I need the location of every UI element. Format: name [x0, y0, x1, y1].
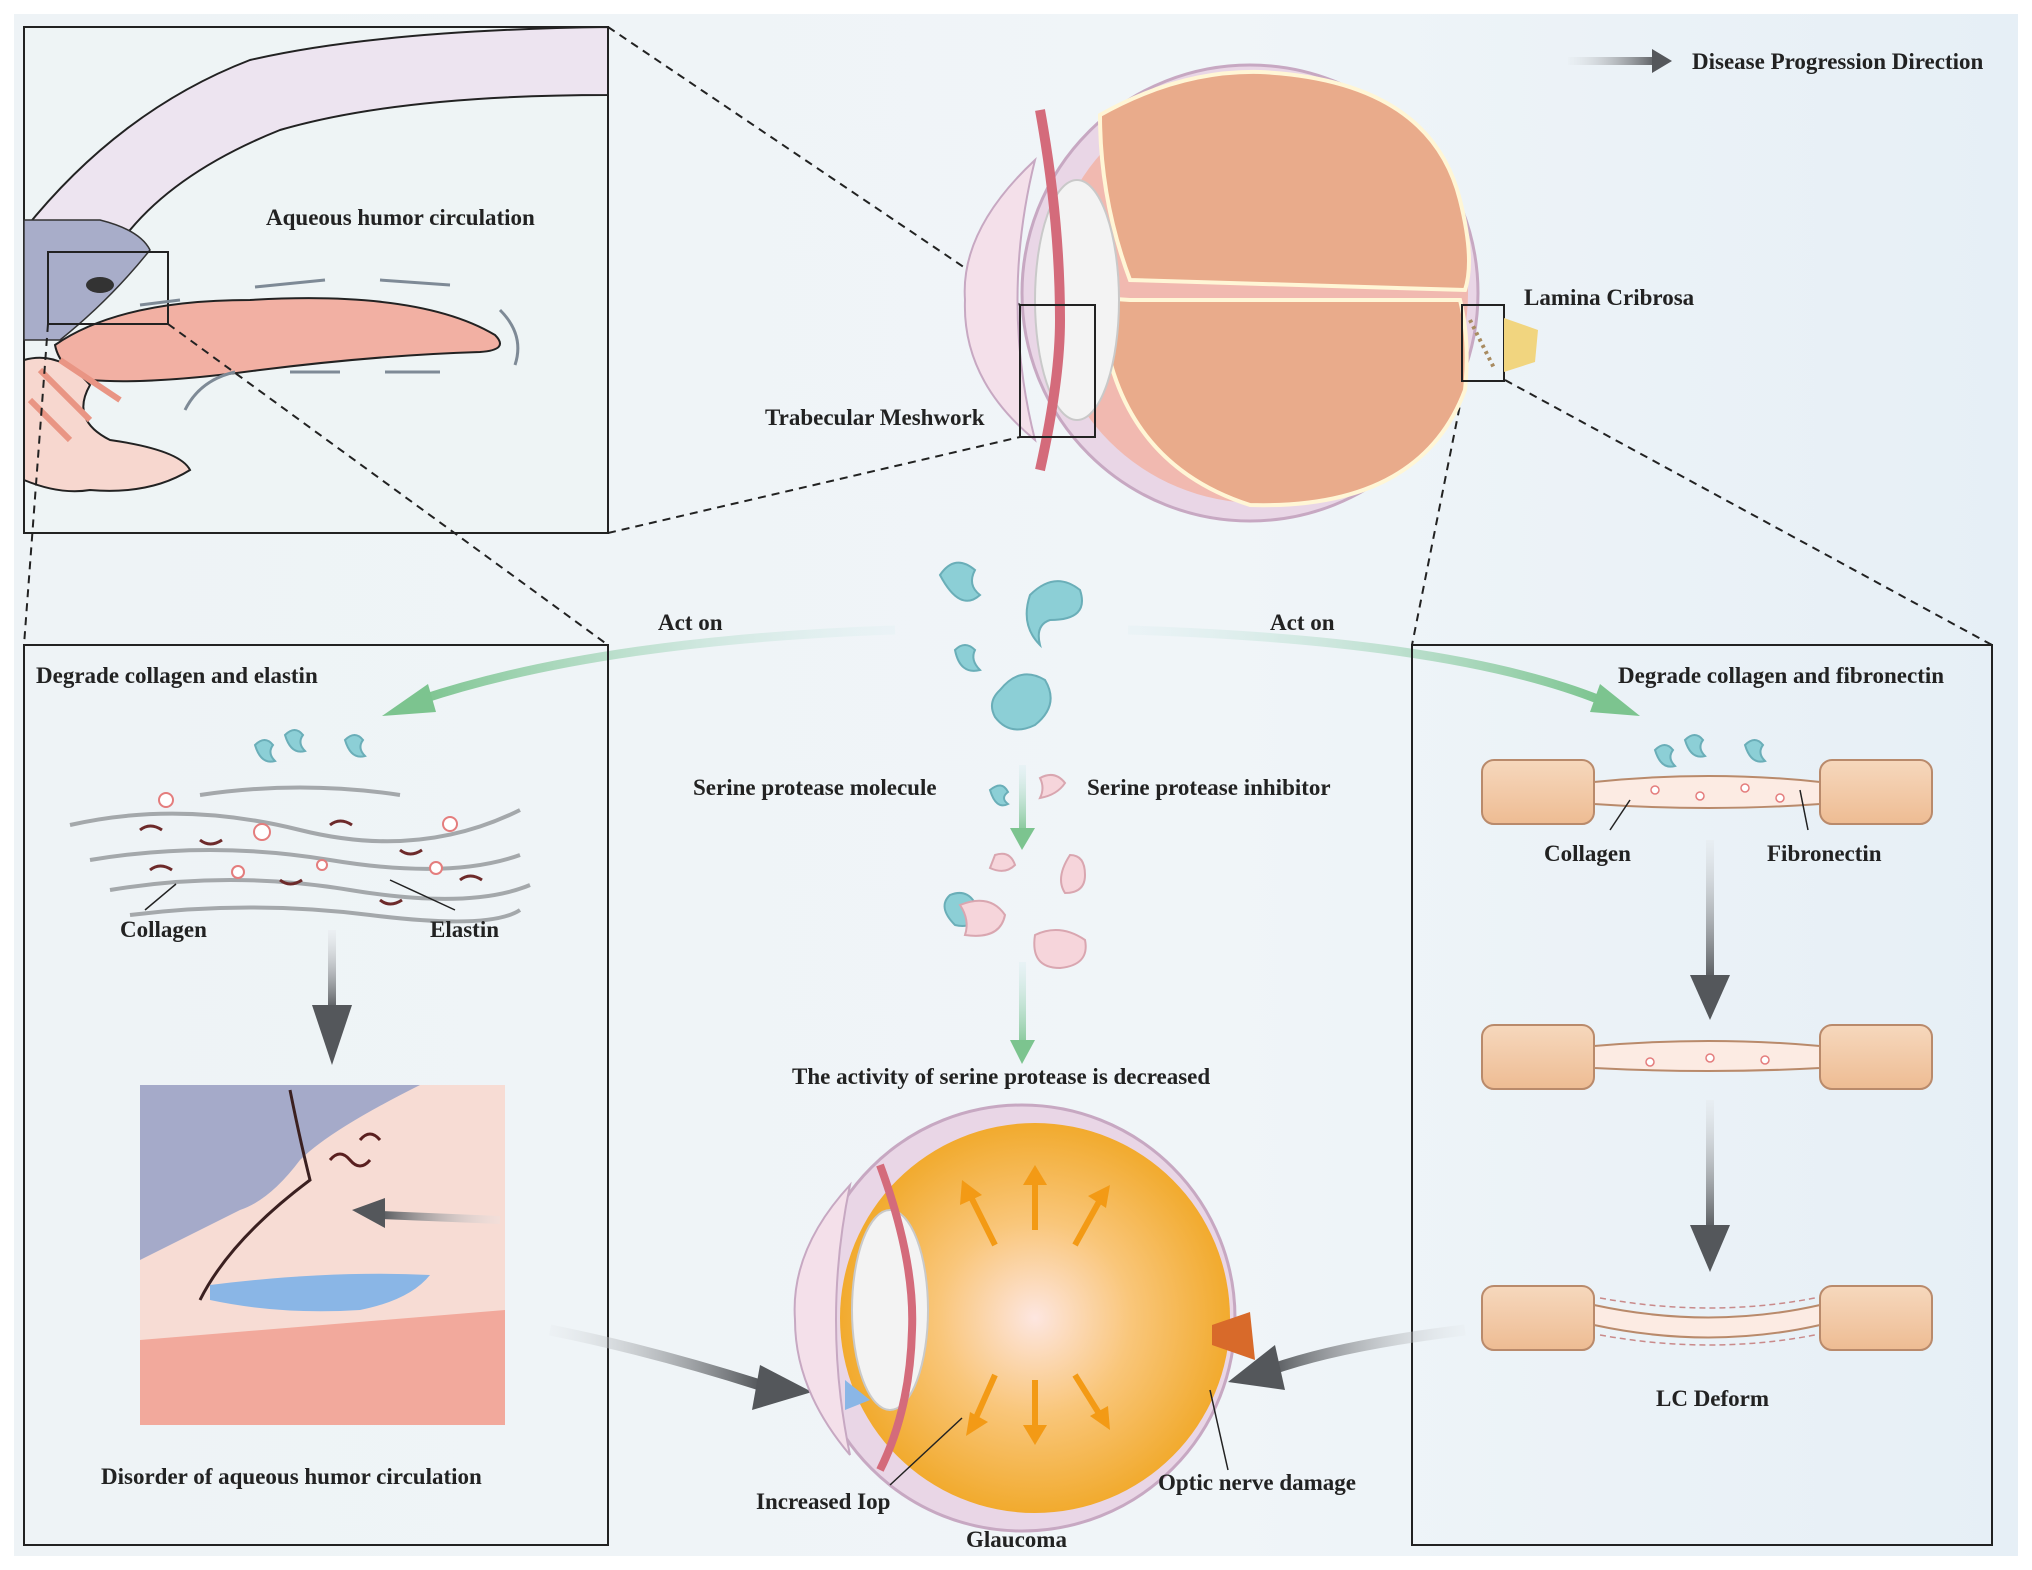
disorder-label: Disorder of aqueous humor circulation [101, 1464, 482, 1489]
legend-label: Disease Progression Direction [1692, 49, 1984, 74]
serine-protease-inhibitor-label: Serine protease inhibitor [1087, 775, 1331, 800]
act-on-left-label: Act on [658, 610, 723, 635]
lamina-cribrosa-label: Lamina Cribrosa [1524, 285, 1695, 310]
protease-icon [253, 561, 1767, 927]
lc-deform-label: LC Deform [1656, 1386, 1770, 1411]
glaucoma-label: Glaucoma [966, 1527, 1067, 1552]
serine-protease-molecule-label: Serine protease molecule [693, 775, 937, 800]
inhibitor-icon [958, 773, 1087, 970]
trabecular-meshwork-label: Trabecular Meshwork [765, 405, 985, 430]
degrade-collagen-fibronectin-label: Degrade collagen and fibronectin [1618, 663, 1945, 688]
green-arrow-icon [382, 625, 1640, 1064]
fibronectin-label: Fibronectin [1767, 841, 1882, 866]
glaucoma-eye-icon [793, 1103, 1255, 1533]
lc-bar-3 [1481, 1285, 1933, 1351]
aqueous-inset-panel [23, 25, 609, 534]
leader-lines [23, 26, 1993, 646]
right-panel [1228, 644, 1993, 1546]
left-panel [23, 644, 812, 1546]
optic-nerve-damage-label: Optic nerve damage [1158, 1470, 1357, 1495]
eye-icon [963, 63, 1538, 523]
collagen-right-label: Collagen [1544, 841, 1631, 866]
act-on-right-label: Act on [1270, 610, 1335, 635]
collagen-left-label: Collagen [120, 917, 207, 942]
increased-iop-label: Increased Iop [756, 1489, 891, 1514]
lc-bar-2 [1481, 1024, 1933, 1090]
aqueous-circulation-label: Aqueous humor circulation [266, 205, 535, 230]
elastin-label: Elastin [430, 917, 500, 942]
lc-bar-1 [1481, 759, 1933, 831]
degrade-collagen-elastin-label: Degrade collagen and elastin [36, 663, 318, 688]
activity-decreased-label: The activity of serine protease is decre… [792, 1064, 1211, 1089]
legend-arrow-icon [1568, 49, 1672, 73]
